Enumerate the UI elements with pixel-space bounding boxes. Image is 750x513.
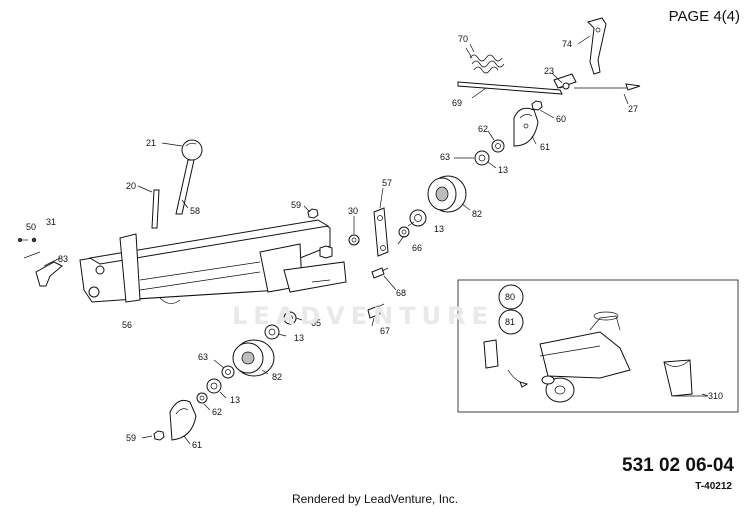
knob-21 (181, 139, 203, 161)
bolt-67 (367, 303, 385, 319)
callout-68: 68 (396, 288, 406, 298)
rendered-by-footer: Rendered by LeadVenture, Inc. (291, 492, 459, 506)
callout-83: 83 (58, 254, 68, 264)
screw-50 (17, 237, 28, 242)
callout-13-a: 13 (498, 165, 508, 175)
guard-61-lower (169, 399, 197, 441)
inset-circle-80 (498, 284, 524, 310)
callout-82-lower: 82 (272, 372, 282, 382)
plate-57 (373, 207, 389, 257)
spacer-63-lower (221, 365, 235, 379)
nut-31 (31, 237, 37, 243)
bracket-83 (23, 251, 63, 287)
callout-60: 60 (556, 114, 566, 124)
callout-81: 81 (505, 317, 515, 327)
diagram-part-number: 531 02 06-04 (622, 455, 734, 476)
inset-panel (457, 279, 739, 413)
washer-23 (562, 82, 570, 90)
callout-63-upper: 63 (440, 152, 450, 162)
washer-62-lower (196, 392, 208, 404)
bearing-13-upper (409, 209, 427, 227)
page-label: PAGE 4(4) (668, 8, 740, 25)
spring-70 (465, 47, 505, 74)
pin-20 (151, 189, 160, 229)
callout-61-lower: 61 (192, 440, 202, 450)
callout-13-b: 13 (434, 224, 444, 234)
bearing-13-lower-b (206, 378, 222, 394)
frame-56 (79, 219, 347, 304)
callout-82-upper: 82 (472, 209, 482, 219)
callout-31: 31 (46, 217, 56, 227)
inset-circle-81 (498, 309, 524, 335)
watermark-text: LEADVENTURE (232, 302, 494, 330)
callout-13-c: 13 (294, 333, 304, 343)
callout-57: 57 (382, 178, 392, 188)
washer-30 (348, 234, 360, 246)
spacer-63-upper (474, 150, 490, 166)
callout-20: 20 (126, 181, 136, 191)
callout-21: 21 (146, 138, 156, 148)
bolt-68 (371, 267, 389, 279)
callout-69: 69 (452, 98, 462, 108)
callout-65: 65 (311, 318, 321, 328)
callout-27: 27 (628, 104, 638, 114)
pin-27 (574, 83, 641, 91)
callout-70: 70 (458, 34, 468, 44)
callout-13-d: 13 (230, 395, 240, 405)
nut-59-lower (153, 430, 165, 441)
callout-66: 66 (412, 243, 422, 253)
rod-69 (457, 73, 577, 95)
callout-58: 58 (190, 206, 200, 216)
lever-58 (175, 159, 195, 215)
callout-56: 56 (122, 320, 132, 330)
bushing-66 (398, 226, 410, 238)
callout-labels: 70 74 23 69 27 60 62 61 63 13 82 21 20 5… (26, 34, 723, 450)
washer-62-upper (491, 139, 505, 153)
drawing-id: T-40212 (695, 481, 732, 492)
callout-67: 67 (380, 326, 390, 336)
callout-61-upper: 61 (540, 142, 550, 152)
nut-59-upper (307, 208, 319, 219)
callout-62-lower: 62 (212, 407, 222, 417)
callout-62-upper: 62 (478, 124, 488, 134)
nut-60 (531, 100, 543, 111)
callout-23: 23 (544, 66, 554, 76)
callout-74: 74 (562, 39, 572, 49)
callout-59-lower: 59 (126, 433, 136, 443)
bearing-13-lower-a (264, 324, 280, 340)
callout-80: 80 (505, 292, 515, 302)
callout-310: 310 (708, 391, 723, 401)
leader-lines (43, 35, 709, 445)
callout-63-lower: 63 (198, 352, 208, 362)
callout-59-upper: 59 (291, 200, 301, 210)
callout-30: 30 (348, 206, 358, 216)
bracket-74 (587, 17, 607, 75)
pulley-82-lower (232, 339, 275, 377)
callout-50: 50 (26, 222, 36, 232)
pulley-82-upper (427, 175, 467, 213)
